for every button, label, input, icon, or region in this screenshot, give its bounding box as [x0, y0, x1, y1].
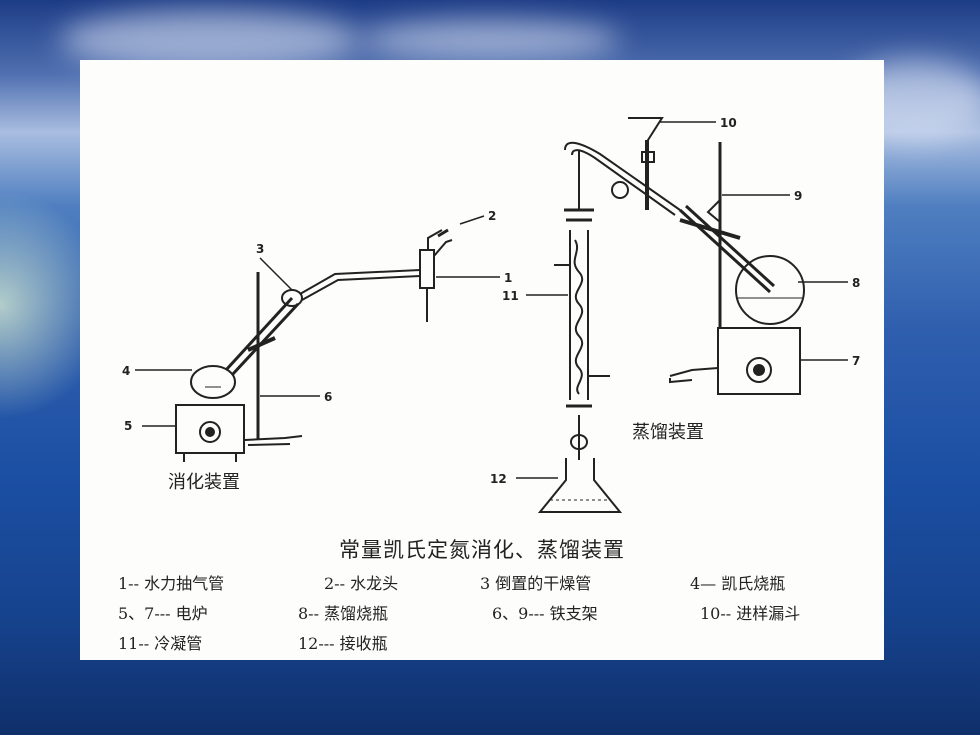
legend-item-4: 4— 凯氏烧瓶	[690, 574, 786, 593]
legend-item-8: 8-- 蒸馏烧瓶	[298, 604, 389, 623]
callout-12: 12	[490, 472, 507, 486]
legend-item-2: 2-- 水龙头	[324, 574, 399, 593]
callout-5: 5	[124, 419, 132, 433]
legend-item-5-7: 5、7--- 电炉	[118, 604, 208, 623]
callout-6: 6	[324, 390, 332, 404]
distillation-stand	[679, 142, 741, 328]
legend-item-6-9: 6、9--- 铁支架	[492, 604, 598, 623]
diagram-panel: 2 3 1 4 6 5 10 9 8 7 11 12 消化装置 蒸馏装置 常量凯…	[80, 60, 884, 660]
sample-funnel	[628, 117, 664, 210]
figure-caption: 常量凯氏定氮消化、蒸馏装置	[339, 538, 625, 562]
callout-4: 4	[122, 364, 130, 378]
callout-3: 3	[256, 242, 264, 256]
legend-item-11: 11-- 冷凝管	[118, 634, 203, 653]
condenser	[554, 141, 681, 460]
callout-10: 10	[720, 116, 737, 130]
callout-7: 7	[852, 354, 860, 368]
callout-8: 8	[852, 276, 860, 290]
legend-item-10: 10-- 进样漏斗	[700, 604, 801, 623]
legend-item-3: 3 倒置的干燥管	[480, 574, 592, 593]
callout-9: 9	[794, 189, 802, 203]
kjeldahl-flask	[190, 296, 300, 399]
drying-tube	[281, 269, 421, 307]
leader-lines	[135, 121, 848, 479]
legend-item-12: 12--- 接收瓶	[298, 634, 388, 653]
callout-2: 2	[488, 209, 496, 223]
distillation-apparatus-label: 蒸馏装置	[632, 422, 704, 443]
legend-item-1: 1-- 水力抽气管	[118, 574, 225, 593]
callout-11: 11	[502, 289, 519, 303]
background-cloud	[360, 20, 620, 60]
digestion-heater	[175, 404, 245, 462]
receiving-flask	[537, 458, 623, 513]
apparatus-drawing: 2 3 1 4 6 5 10 9 8 7 11 12	[122, 116, 860, 513]
digestion-apparatus-label: 消化装置	[168, 472, 240, 493]
distillation-heater	[669, 327, 801, 395]
water-aspirator	[419, 228, 453, 322]
digestion-stand	[244, 272, 303, 446]
callout-1: 1	[504, 271, 512, 285]
